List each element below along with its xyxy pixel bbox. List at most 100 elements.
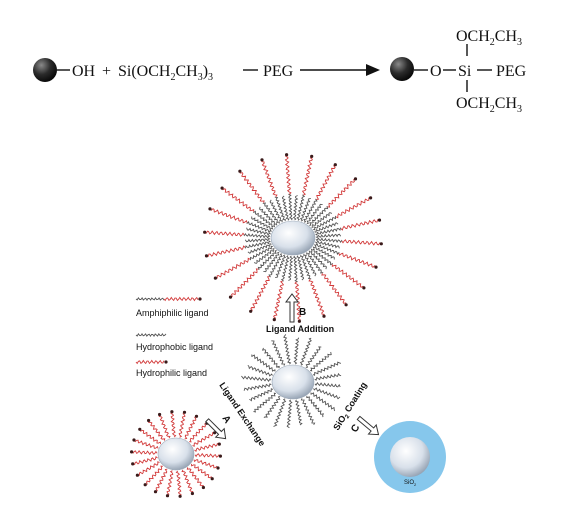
hydrophilic-ligand xyxy=(194,442,218,452)
ligand-end-group xyxy=(213,431,217,435)
route-a: Ligand Exchange A xyxy=(205,381,267,448)
amphiphilic-ligand-tail xyxy=(306,252,324,274)
hydrophilic-ligand xyxy=(158,415,171,439)
product-silicon: Si xyxy=(458,63,472,80)
product-particle xyxy=(390,57,414,81)
ligand-end-group xyxy=(228,295,233,299)
hydrophobic-ligand xyxy=(253,248,275,264)
nanoparticle-silica-coated: SiO2 xyxy=(374,421,446,493)
ligand-end-group xyxy=(158,412,162,417)
amphiphilic-ligand-head xyxy=(239,172,265,203)
amphiphilic-ligand-tail xyxy=(274,196,287,222)
hydrophobic-ligand xyxy=(305,346,322,368)
route-c-arrow xyxy=(356,415,380,436)
product-oxygen: O xyxy=(430,63,442,80)
hydrophilic-ligand xyxy=(166,470,174,495)
ligand-end-group xyxy=(147,418,151,423)
amphiphilic-ligand-tail xyxy=(292,255,298,283)
nanoparticle-amphiphilic xyxy=(203,153,383,323)
legend-label-hydrophilic: Hydrophilic ligand xyxy=(136,368,207,378)
hydrophobic-ligand xyxy=(247,365,273,377)
hydrophobic-ligand xyxy=(271,340,286,366)
nanoparticle-hydrophilic xyxy=(130,410,222,498)
hydrophilic-ligand xyxy=(178,413,186,438)
hydrophobic-ligand xyxy=(241,375,272,382)
hydrophobic-ligand xyxy=(315,233,342,239)
hydrophobic-ligand xyxy=(243,383,272,391)
ligand-end-group xyxy=(218,454,222,458)
hydrophobic-ligand xyxy=(269,199,283,223)
amphiphilic-ligand-tail xyxy=(257,250,277,271)
amphiphilic-ligand-tail xyxy=(315,227,342,236)
amphiphilic-ligand-head xyxy=(163,296,199,302)
ligand-end-group xyxy=(170,410,174,414)
hydrophobic-ligand xyxy=(306,395,324,418)
reaction-scheme: OH + Si(OCH2CH3)3 PEG O Si PEG OCH2CH3 O… xyxy=(33,28,527,115)
amphiphilic-ligand-head xyxy=(321,273,347,304)
hydrophilic-ligand xyxy=(134,456,158,466)
ligand-end-group xyxy=(178,494,182,498)
hydrophobic-ligand xyxy=(251,216,274,231)
hydrophobic-ligand xyxy=(246,227,271,236)
route-b-label: Ligand Addition xyxy=(266,324,334,334)
hydrophobic-ligand xyxy=(300,398,316,426)
amphiphilic-ligand-head xyxy=(207,245,246,257)
legend: Amphiphilic ligand Hydrophobic ligand Hy… xyxy=(135,296,213,378)
reactant-particle xyxy=(33,58,57,82)
reaction-arrowhead xyxy=(366,64,380,76)
amphiphilic-ligand-tail xyxy=(310,248,334,266)
hydrophobic-ligand xyxy=(261,347,280,369)
ligand-end-group xyxy=(362,286,366,290)
amphiphilic-ligand-tail xyxy=(250,245,273,261)
hydrophobic-ligand xyxy=(314,222,339,233)
route-c: SiO2 Coating C xyxy=(331,380,380,436)
amphiphilic-ligand-tail xyxy=(288,193,294,221)
route-c-letter: C xyxy=(349,423,362,435)
ligand-end-group xyxy=(377,218,382,222)
ligand-end-group xyxy=(369,196,373,200)
amphiphilic-ligand-tail xyxy=(315,237,343,244)
amphiphilic-ligand-head xyxy=(231,268,259,298)
hydrophilic-ligand xyxy=(146,465,163,485)
hydrophobic-ligand xyxy=(299,197,311,222)
particle-core xyxy=(157,437,195,471)
ligand-end-group xyxy=(143,483,147,487)
product-bottom-ethoxy: OCH2CH3 xyxy=(456,95,522,115)
ligand-end-group xyxy=(353,177,358,181)
hydrophobic-ligand xyxy=(259,206,278,226)
ligand-end-group xyxy=(285,153,289,157)
hydrophobic-ligand xyxy=(294,399,303,426)
ligand-end-group xyxy=(297,319,301,323)
ligand-end-group xyxy=(138,427,142,431)
hydrophobic-ligand xyxy=(292,195,299,221)
hydrophobic-ligand xyxy=(303,253,317,277)
amphiphilic-ligand-head xyxy=(205,230,245,237)
hydrophilic-ligand xyxy=(132,450,158,456)
hydrophobic-ligand xyxy=(249,388,274,402)
ligand-end-group xyxy=(217,442,221,446)
hydrophobic-ligand xyxy=(312,245,335,260)
route-b-arrow xyxy=(285,293,299,323)
amphiphilic-ligand-head xyxy=(331,264,364,288)
ligand-end-group xyxy=(198,297,202,301)
ligand-end-group xyxy=(208,207,212,211)
ligand-end-group xyxy=(131,462,135,466)
hydrophilic-ligand xyxy=(135,359,165,365)
hydrophobic-ligand xyxy=(313,387,341,400)
hydrophobic-ligand xyxy=(299,337,312,366)
amphiphilic-ligand-head xyxy=(210,208,248,224)
ligand-end-group xyxy=(210,477,214,481)
ligand-end-group xyxy=(310,154,314,158)
particle-core xyxy=(270,220,316,256)
plus-sign: + xyxy=(102,63,111,80)
ligand-end-group xyxy=(322,314,326,318)
amphiphilic-ligand-head xyxy=(284,155,292,195)
hydrophilic-ligand xyxy=(181,469,194,493)
hydrophilic-ligand xyxy=(148,421,166,441)
ligand-end-group xyxy=(220,186,224,190)
route-b: B Ligand Addition xyxy=(266,293,334,334)
ligand-end-group xyxy=(130,450,134,454)
ligand-end-group xyxy=(333,163,337,167)
hydrophilic-ligand xyxy=(186,467,204,487)
